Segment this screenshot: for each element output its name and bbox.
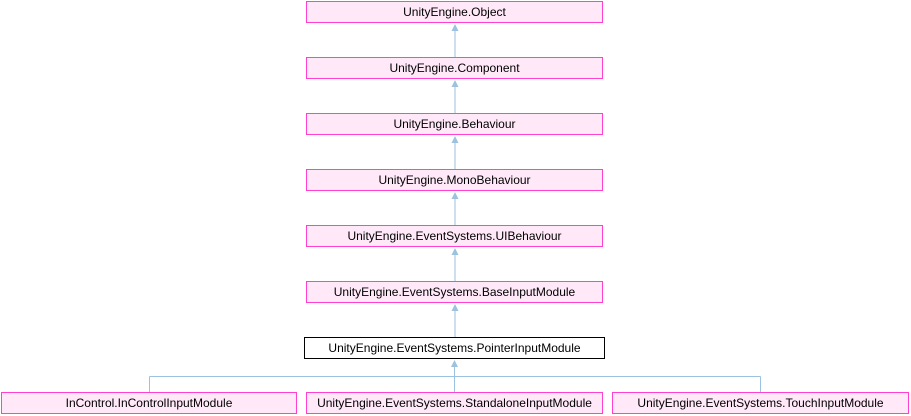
edge-pointerinputmodule-baseinputmodule — [451, 304, 459, 337]
node-eventsystems-pointerinputmodule-current: UnityEngine.EventSystems.PointerInputMod… — [304, 337, 605, 359]
node-eventsystems-standaloneinputmodule[interactable]: UnityEngine.EventSystems.StandaloneInput… — [306, 392, 603, 414]
node-unityengine-object[interactable]: UnityEngine.Object — [306, 1, 603, 23]
edge-monobehaviour-behaviour — [451, 136, 459, 169]
node-eventsystems-uibehaviour[interactable]: UnityEngine.EventSystems.UIBehaviour — [306, 225, 603, 247]
node-unityengine-behaviour[interactable]: UnityEngine.Behaviour — [306, 113, 603, 135]
node-eventsystems-touchinputmodule[interactable]: UnityEngine.EventSystems.TouchInputModul… — [612, 392, 909, 414]
edge-component-object — [451, 24, 459, 57]
edge-behaviour-component — [451, 80, 459, 113]
edge-baseinputmodule-uibehaviour — [451, 248, 459, 281]
edge-uibehaviour-monobehaviour — [451, 192, 459, 225]
node-eventsystems-baseinputmodule[interactable]: UnityEngine.EventSystems.BaseInputModule — [306, 281, 603, 303]
edge-derived-pointerinputmodule — [149, 360, 761, 392]
node-unityengine-component[interactable]: UnityEngine.Component — [306, 57, 603, 79]
node-incontrol-incontrolinputmodule[interactable]: InControl.InControlInputModule — [1, 392, 297, 414]
node-unityengine-monobehaviour[interactable]: UnityEngine.MonoBehaviour — [306, 169, 603, 191]
